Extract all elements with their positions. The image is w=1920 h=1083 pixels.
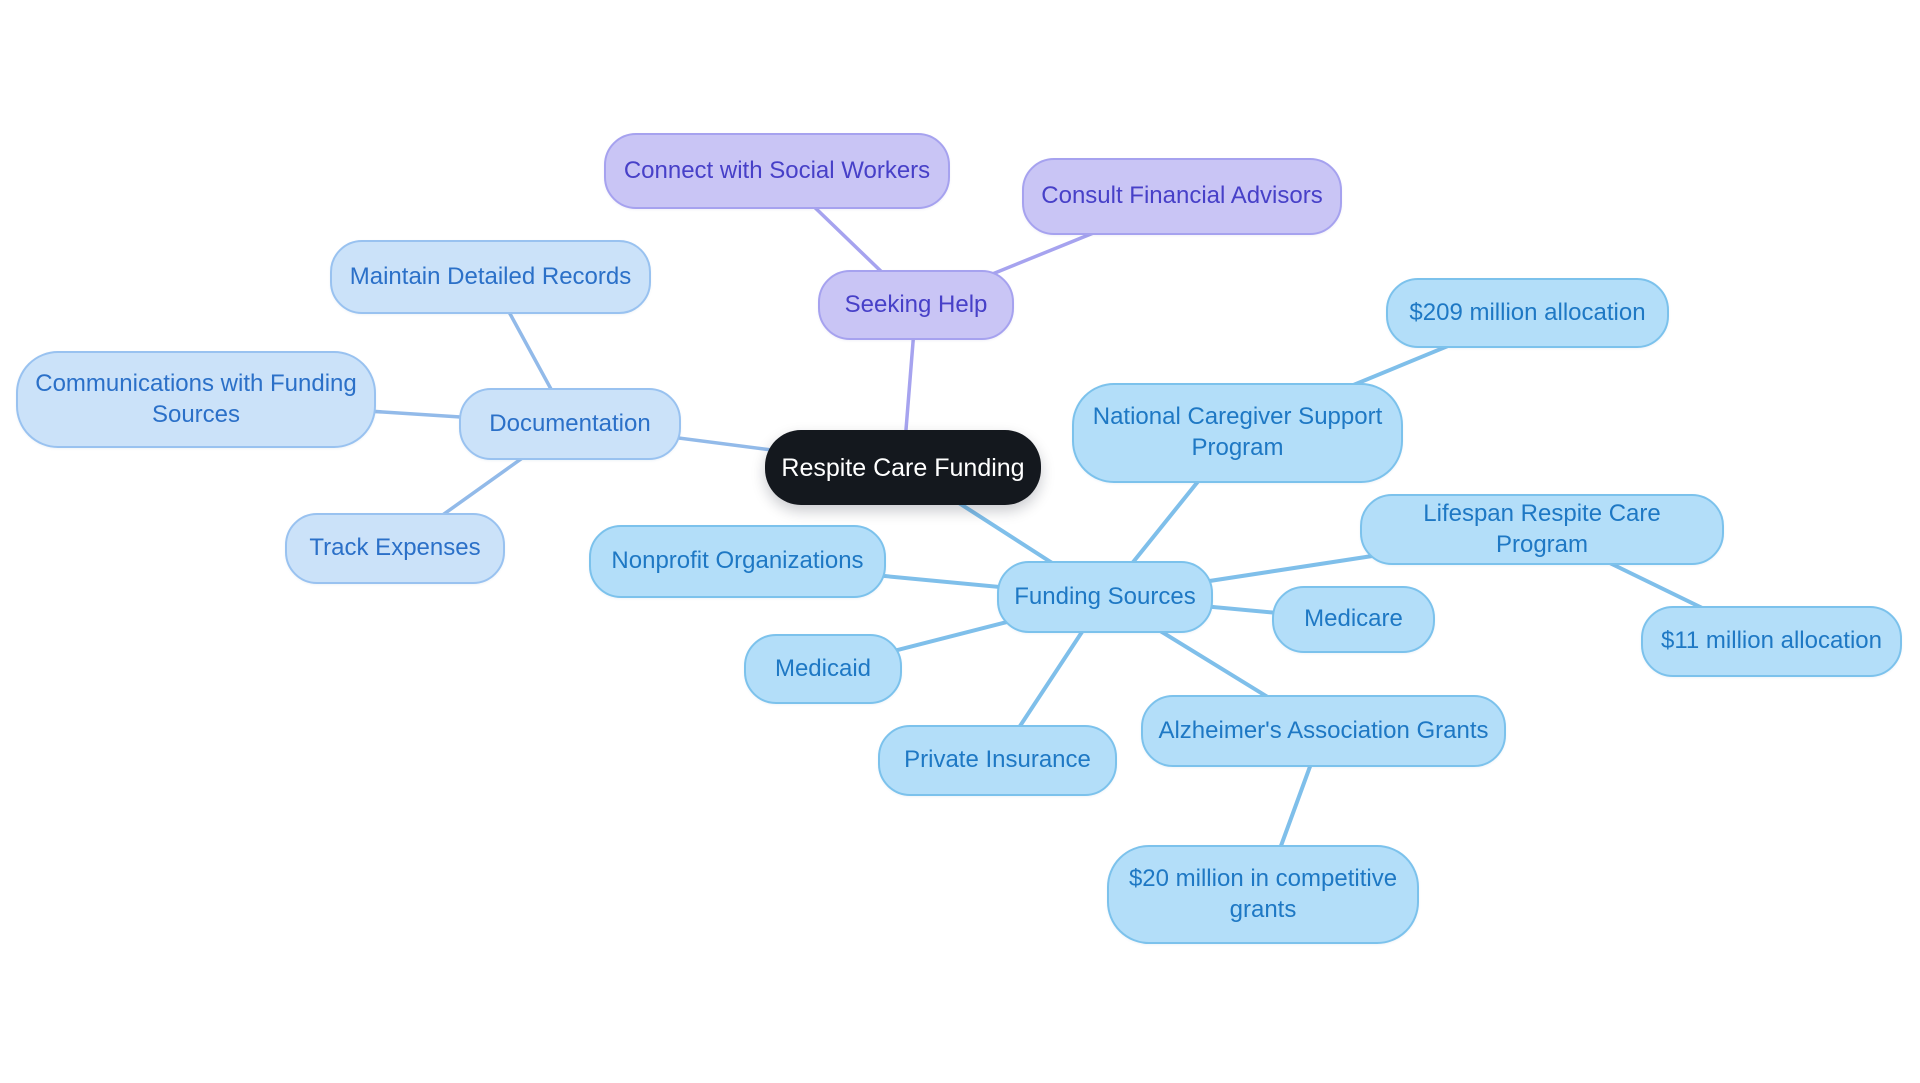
- node-consult-financial-advisors[interactable]: Consult Financial Advisors: [1022, 158, 1342, 235]
- node-communications-with-funding-sources[interactable]: Communications with Funding Sources: [16, 351, 376, 448]
- node-national-caregiver-support-program[interactable]: National Caregiver Support Program: [1072, 383, 1403, 483]
- node-20-million-competitive-grants[interactable]: $20 million in competitive grants: [1107, 845, 1419, 944]
- node-medicare[interactable]: Medicare: [1272, 586, 1435, 653]
- node-label: Funding Sources: [1014, 582, 1196, 610]
- node-label: $11 million allocation: [1660, 627, 1882, 655]
- node-maintain-detailed-records[interactable]: Maintain Detailed Records: [330, 240, 651, 314]
- node-label: National Caregiver Support Program: [1092, 403, 1383, 461]
- node-label: Maintain Detailed Records: [349, 262, 632, 290]
- node-label: Communications with Funding Sources: [35, 369, 357, 428]
- node-label: Seeking Help: [844, 290, 988, 318]
- node-label: Lifespan Respite Care Program: [1423, 499, 1661, 558]
- node-funding-sources[interactable]: Funding Sources: [997, 561, 1213, 633]
- node-label: Private Insurance: [904, 746, 1091, 774]
- node-medicaid[interactable]: Medicaid: [744, 634, 902, 704]
- node-private-insurance[interactable]: Private Insurance: [878, 725, 1117, 796]
- node-label: Track Expenses: [309, 534, 481, 562]
- node-label: Medicare: [1304, 605, 1403, 633]
- node-alzheimers-association-grants[interactable]: Alzheimer's Association Grants: [1141, 695, 1506, 767]
- node-label: Consult Financial Advisors: [1041, 182, 1323, 210]
- node-label: Respite Care Funding: [781, 453, 1025, 482]
- node-label: Nonprofit Organizations: [611, 547, 864, 575]
- node-label: Medicaid: [774, 654, 872, 682]
- node-label: $209 million allocation: [1409, 298, 1646, 326]
- node-11-million-allocation[interactable]: $11 million allocation: [1641, 606, 1902, 677]
- node-respite-care-funding[interactable]: Respite Care Funding: [765, 430, 1041, 505]
- node-lifespan-respite-care-program[interactable]: Lifespan Respite Care Program: [1360, 494, 1724, 565]
- node-label: $20 million in competitive grants: [1128, 864, 1398, 923]
- node-seeking-help[interactable]: Seeking Help: [818, 270, 1014, 340]
- node-nonprofit-organizations[interactable]: Nonprofit Organizations: [589, 525, 886, 598]
- node-label: Connect with Social Workers: [623, 156, 931, 184]
- node-label: Documentation: [489, 409, 651, 437]
- node-track-expenses[interactable]: Track Expenses: [285, 513, 505, 584]
- node-documentation[interactable]: Documentation: [459, 388, 681, 460]
- node-connect-with-social-workers[interactable]: Connect with Social Workers: [604, 133, 950, 209]
- node-209-million-allocation[interactable]: $209 million allocation: [1386, 278, 1669, 348]
- node-label: Alzheimer's Association Grants: [1158, 716, 1489, 744]
